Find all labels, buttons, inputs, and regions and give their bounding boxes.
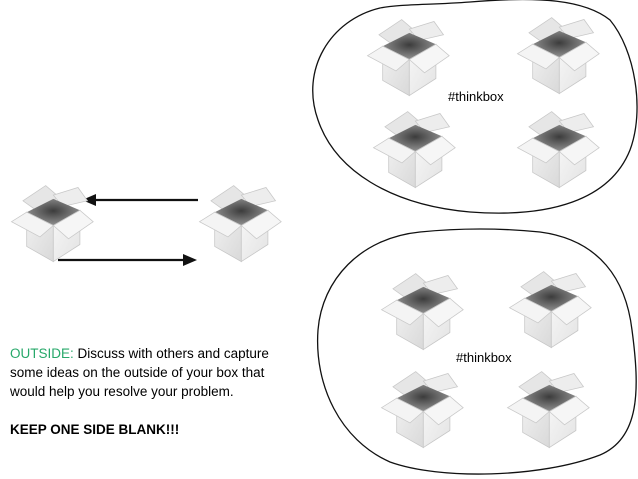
box-icon: [382, 274, 464, 350]
bottom-group-tag: #thinkbox: [456, 350, 512, 365]
box-icon: [518, 112, 600, 188]
box-icon: [374, 112, 456, 188]
top-group-tag: #thinkbox: [448, 89, 504, 104]
instructions-warning: KEEP ONE SIDE BLANK!!!: [10, 420, 270, 439]
box-icon: [12, 186, 94, 262]
box-icon: [508, 372, 590, 448]
box-icon: [368, 20, 450, 96]
instructions-text: OUTSIDE: Discuss with others and capture…: [10, 344, 270, 439]
arrow-right: [58, 254, 197, 266]
box-icon: [382, 372, 464, 448]
box-icon: [510, 272, 592, 348]
box-icon: [518, 18, 600, 94]
box-icon: [200, 186, 282, 262]
instructions-keyword: OUTSIDE:: [10, 346, 74, 361]
arrow-left: [82, 194, 198, 206]
